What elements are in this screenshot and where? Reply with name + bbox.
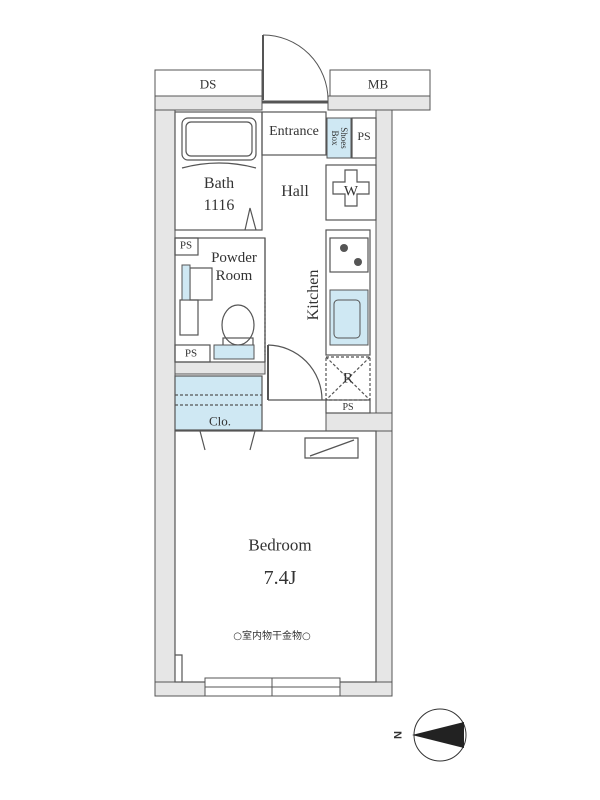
air-conditioner (304, 437, 359, 459)
refrigerator-label: R (342, 370, 354, 387)
ps-powder-top (174, 237, 199, 256)
ps-label: PS (184, 347, 198, 360)
compass-icon (412, 708, 467, 762)
bath-label: Bath (203, 175, 235, 192)
entrance-area (261, 111, 327, 156)
closet (174, 375, 263, 431)
bedroom-door-swing (267, 344, 323, 401)
mb-box (329, 69, 431, 97)
refrigerator (325, 356, 371, 401)
toilet (221, 304, 255, 346)
wall-left (154, 97, 176, 691)
bedroom-size: 7.4J (263, 567, 297, 589)
ps-entrance (351, 117, 377, 159)
ds-box (154, 69, 263, 97)
shoes-box (326, 117, 352, 159)
ps-label: PS (179, 239, 193, 252)
bath-size: 1116 (203, 197, 235, 214)
wall-top-right (327, 95, 431, 111)
kitchen-label: Kitchen (305, 269, 322, 321)
wall-mid-right (325, 412, 393, 432)
closet-label: Clo. (208, 413, 232, 429)
ds-label: DS (199, 76, 217, 92)
wall-top-left (154, 95, 263, 111)
washer-box (325, 164, 377, 221)
ps-powder-bottom (174, 344, 211, 363)
entrance-label: Entrance (269, 124, 319, 139)
drying-hardware-label: ○室内物干金物○ (233, 631, 311, 642)
stove (329, 237, 369, 273)
bedroom (174, 430, 377, 683)
washer-label: W (343, 183, 359, 200)
mb-label: MB (367, 76, 389, 92)
powder-room-label: Powder Room (211, 250, 257, 284)
bathtub (181, 117, 257, 161)
ps-kitchen (325, 399, 371, 414)
bath-room (174, 111, 263, 231)
sink (329, 289, 369, 346)
compass-north-label: N (392, 731, 405, 739)
shoes-box-label: Shoes Box (330, 127, 349, 149)
wall-mid (174, 361, 266, 375)
wall-right (375, 109, 393, 691)
kitchen-counter (325, 229, 371, 356)
bedroom-label: Bedroom (248, 535, 312, 555)
ps-label: PS (342, 402, 354, 413)
entrance-door-swing (262, 34, 329, 101)
hall-label: Hall (281, 183, 309, 200)
ps-label: PS (357, 129, 371, 143)
